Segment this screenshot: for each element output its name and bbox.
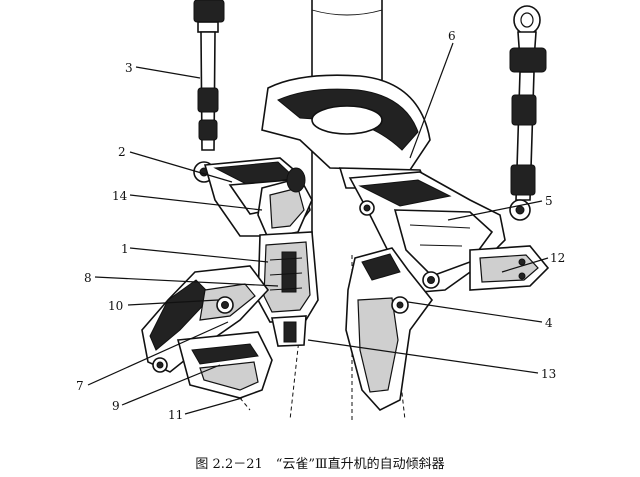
label-13: 13 [541,367,556,381]
leader-4 [407,301,543,323]
leader-3 [135,66,201,79]
non-rotating-ring-right [345,247,434,411]
label-7: 7 [76,379,84,393]
leader-lines [87,42,549,415]
label-11: 11 [168,408,183,422]
leader-13 [307,339,539,374]
leader-6 [409,42,454,159]
label-3: 3 [125,61,133,75]
pitch-link-right [509,5,547,221]
control-lever [141,265,270,373]
leader-14 [129,194,263,211]
leader-7 [87,321,229,386]
leader-2 [129,151,233,183]
leader-9 [121,364,221,406]
leader-12 [501,257,549,273]
leader-5 [447,200,543,221]
label-2: 2 [118,145,126,159]
label-4: 4 [545,316,553,330]
leader-1 [129,247,269,263]
label-10: 10 [108,299,123,313]
label-5: 5 [545,194,553,208]
stationary-bracket-right [469,245,550,291]
part-labels: 3 2 14 1 8 10 7 9 11 6 5 12 4 13 [76,29,565,422]
scissors-link [257,167,313,239]
label-6: 6 [448,29,456,43]
leader-8 [94,276,279,287]
label-12: 12 [550,251,565,265]
leader-11 [184,397,243,415]
label-8: 8 [84,271,92,285]
label-14: 14 [112,189,128,203]
lower-base [176,331,273,411]
leader-10 [127,299,219,306]
pitch-link-left [193,31,219,183]
label-9: 9 [112,399,120,413]
figure-caption: 图 2.2－21 “云雀”Ⅲ直升机的自动倾斜器 [195,456,444,472]
label-1: 1 [121,242,129,256]
central-slider [257,231,319,347]
top-fitting [193,0,225,33]
